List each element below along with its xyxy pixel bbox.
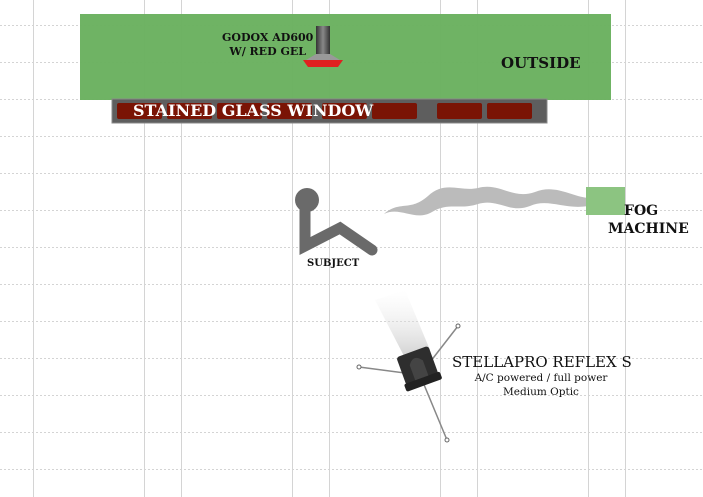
stellapro-line1: A/C powered / full power [474,372,608,384]
outside-label: OUTSIDE [501,54,581,72]
godox-label: GODOX AD600 W/ RED GEL [222,31,313,59]
stellapro-light-icon [356,290,461,443]
stained-glass-window [111,98,548,124]
godox-label-line2: W/ RED GEL [229,45,306,58]
godox-label-line1: GODOX AD600 [222,31,314,44]
outside-area [80,14,611,100]
window-label: STAINED GLASS WINDOW [133,101,374,120]
stellapro-label: STELLAPRO REFLEX S A/C powered / full po… [452,353,632,399]
fog-label-line2: MACHINE [608,221,689,237]
subject-figure [295,188,378,256]
fog-plume [384,186,588,216]
subject-label: SUBJECT [307,258,360,269]
fog-machine [586,187,625,215]
fog-machine-label: FOG MACHINE [608,202,689,238]
fog-label-line1: FOG [624,203,659,219]
stellapro-title: STELLAPRO REFLEX S [452,353,632,371]
godox-light-icon [303,26,343,67]
stellapro-line2: Medium Optic [503,386,579,398]
